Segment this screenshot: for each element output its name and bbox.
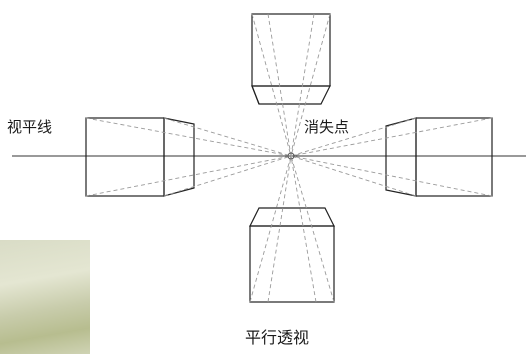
- vanishing-point-label: 消失点: [304, 118, 350, 136]
- horizon-label: 视平线: [7, 118, 53, 136]
- bottom-box: [249, 207, 335, 303]
- right-box: [385, 117, 493, 197]
- top-box: [251, 13, 331, 105]
- photo-swatch: [0, 240, 90, 354]
- left-box: [85, 117, 195, 197]
- vanishing-point-marker: [287, 152, 295, 160]
- vanishing-lines: [85, 13, 493, 303]
- diagram-caption: 平行透视: [245, 328, 310, 347]
